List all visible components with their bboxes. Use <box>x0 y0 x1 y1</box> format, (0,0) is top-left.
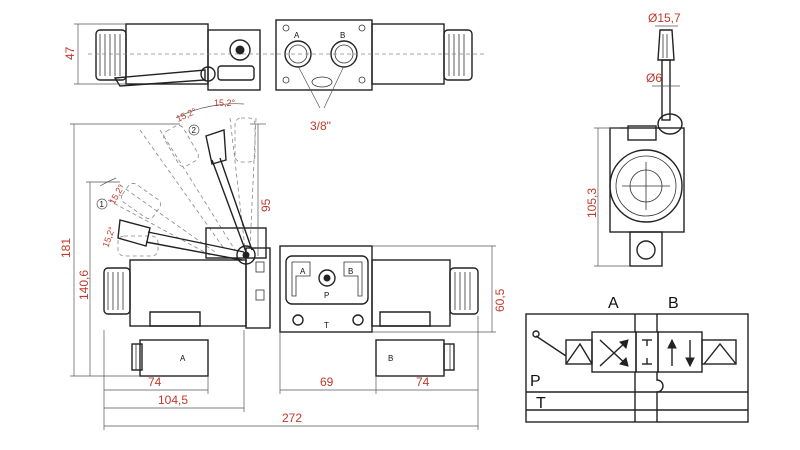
side-view: Ø15,7 Ø6 105,3 <box>585 11 685 267</box>
side-bottom-port <box>629 231 663 267</box>
lever-rod-upright <box>211 159 247 253</box>
dim-knob-diameter: Ø15,7 <box>648 11 681 25</box>
side-body <box>609 127 685 233</box>
front-left-adapter <box>245 247 271 329</box>
front-port-a-label: A <box>300 267 306 276</box>
connector-a <box>139 339 209 377</box>
dim-port-thread: 3/8" <box>310 119 331 133</box>
connector-b <box>375 339 445 377</box>
top-left-knob <box>95 29 127 81</box>
position-2-marker: 2 <box>192 126 197 135</box>
top-right-knob <box>443 29 473 81</box>
front-view: A A B P T B 15,2° 15,2° 15,2° 15,2° 2 <box>59 98 507 430</box>
connector-a-label: A <box>180 354 186 363</box>
dim-body-height: 60,5 <box>493 288 507 312</box>
symbol-port-a: A <box>608 295 619 312</box>
dim-top-height: 47 <box>63 46 77 60</box>
symbol-frame <box>525 313 749 423</box>
top-port-a-label: A <box>294 31 300 40</box>
front-left-coil <box>129 259 247 327</box>
lever-knob-angled <box>117 219 151 247</box>
symbol-port-t: T <box>536 395 546 412</box>
top-port-b-label: B <box>340 31 345 40</box>
symbol-port-p: P <box>530 373 541 390</box>
hydraulic-symbol: A B P T <box>525 295 749 423</box>
dim-coil-right: 74 <box>416 375 430 389</box>
position-1-marker: 1 <box>100 200 105 209</box>
dim-half-length: 104,5 <box>158 393 188 407</box>
top-pivot <box>229 39 251 61</box>
front-port-b-label: B <box>348 267 353 276</box>
dim-rod-diameter: Ø6 <box>646 71 662 85</box>
side-coil-face <box>609 149 683 223</box>
symbol-box-center <box>635 331 659 373</box>
dim-total-length: 272 <box>282 411 302 425</box>
symbol-box-cross <box>591 331 637 373</box>
front-port-p-label: P <box>324 291 329 300</box>
dim-lever-travel: 95 <box>259 198 273 212</box>
dim-total-height: 181 <box>59 238 73 258</box>
lever-rod-angled <box>147 231 245 253</box>
front-port-t-label: T <box>324 321 329 330</box>
dim-coil-left: 74 <box>148 375 162 389</box>
dim-body-width: 69 <box>320 375 334 389</box>
side-knob <box>657 29 675 61</box>
front-right-coil <box>371 259 451 327</box>
dim-height-140: 140,6 <box>77 270 91 300</box>
side-rod <box>661 59 671 121</box>
dim-side-height: 105,3 <box>585 188 599 218</box>
lever-bracket <box>205 227 267 259</box>
dim-angle-b: 15,2° <box>214 98 236 108</box>
symbol-port-b: B <box>668 295 679 312</box>
top-view: A B 47 3/8" <box>63 19 484 133</box>
front-port-p <box>318 269 336 287</box>
connector-b-label: B <box>388 354 393 363</box>
dim-angle-d: 15,2° <box>100 225 117 249</box>
lever-knob-upright <box>205 129 227 165</box>
front-right-knob <box>449 267 479 315</box>
dim-angle-a: 15,2° <box>175 106 199 124</box>
top-lever-housing <box>207 29 261 91</box>
symbol-box-parallel <box>657 331 703 373</box>
